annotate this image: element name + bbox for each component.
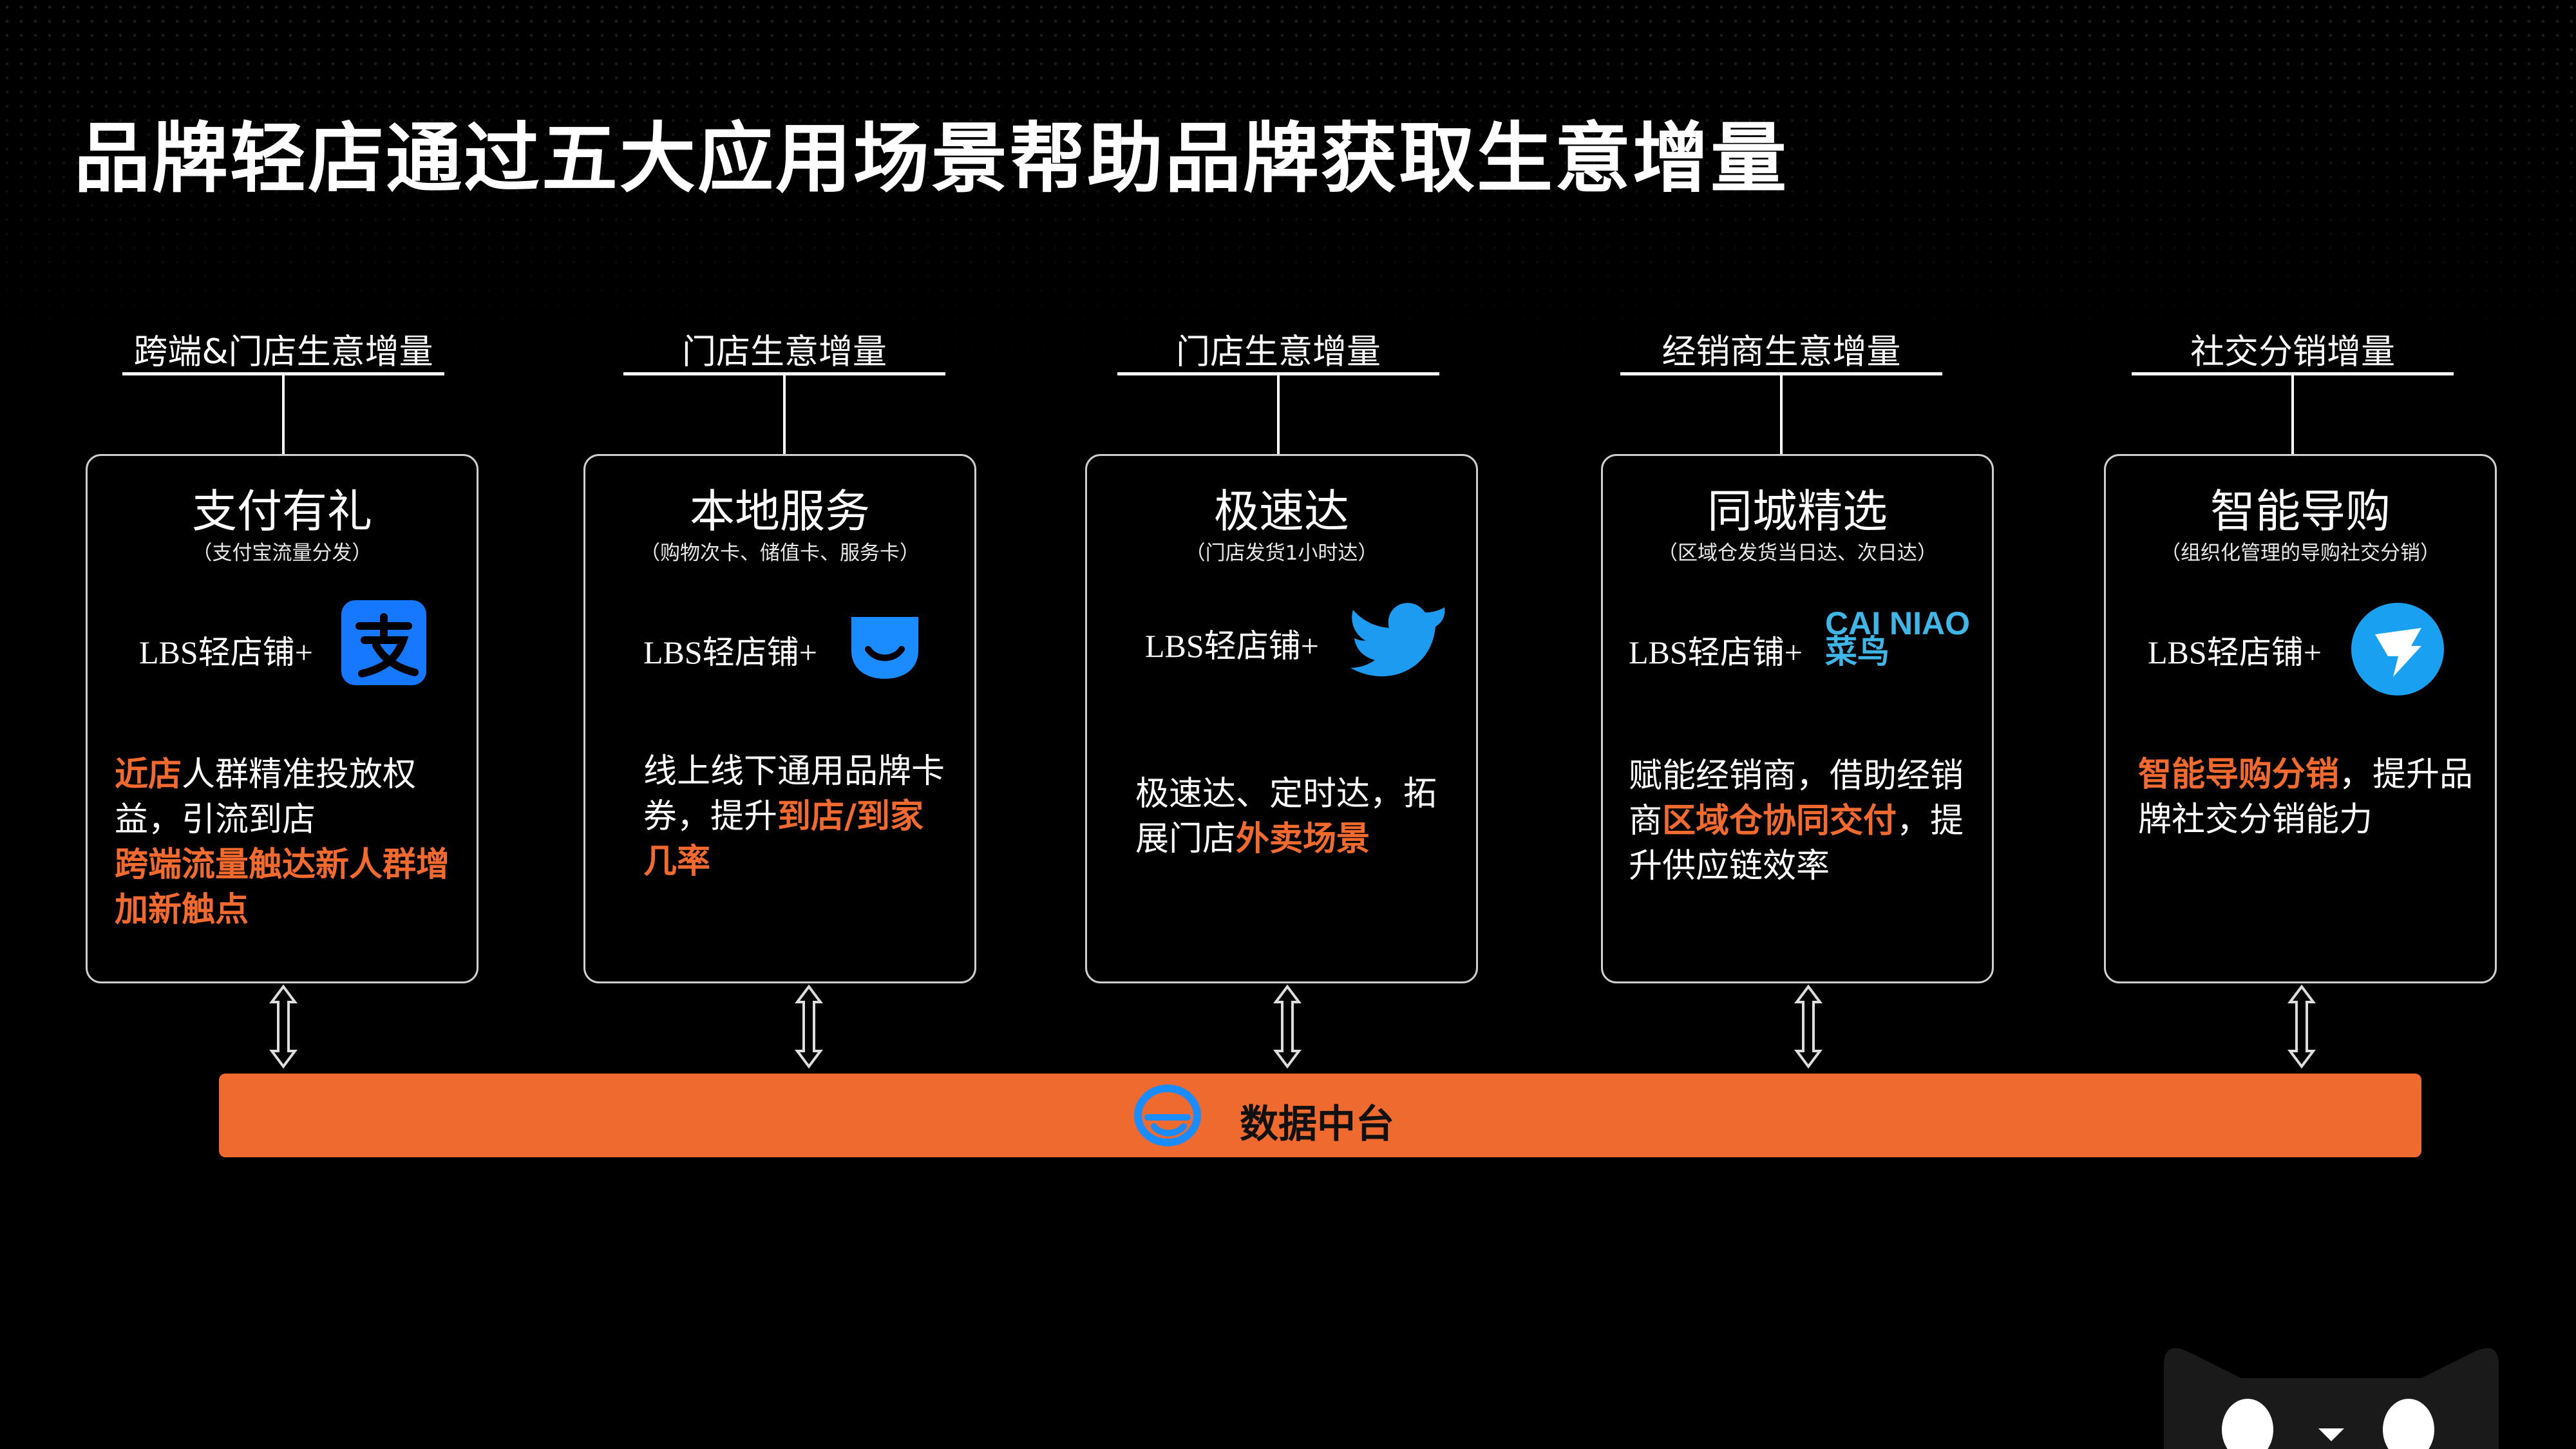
bird-logo-icon [1348,594,1451,687]
dingtalk-logo-icon [2349,601,2446,700]
scenario-column-3: 门店生意增量 极速达 （门店发货1小时达） LBS轻店铺+ 极速达、定时达，拓展… [1085,316,1517,1069]
cainiao-logo-icon: CAI NIAO 菜鸟 [1825,605,1970,670]
page-title: 品牌轻店通过五大应用场景帮助品牌获取生意增量 [74,114,1789,203]
dot-pattern-background [0,0,2576,361]
data-hub-icon [1134,1084,1201,1146]
card-body: 赋能经销商，借助经销商区域仓协同交付，提升供应链效率 [1629,757,1964,886]
card-subtitle: （购物次卡、储值卡、服务卡） [640,542,920,565]
scenario-card: 智能导购 （组织化管理的导购社交分销） LBS轻店铺+ 智能导购分销，提升品牌社… [2104,454,2497,983]
column-header: 跨端&门店生意增量 [122,316,444,455]
column-header-label: 社交分销增量 [2190,332,2395,372]
header-underline [122,372,444,375]
double-arrow-icon [2287,984,2316,1069]
data-hub-bar: 数据中台 [219,1074,2421,1157]
header-underline [2132,372,2454,375]
column-header: 社交分销增量 [2132,316,2454,455]
lbs-label: LBS轻店铺+ [643,634,817,670]
column-header: 门店生意增量 [623,316,945,455]
lbs-label: LBS轻店铺+ [1629,634,1803,670]
double-arrow-icon [1273,984,1302,1069]
card-body: 线上线下通用品牌卡券，提升到店/到家几率 [643,752,945,881]
card-title: 极速达 [1214,485,1349,538]
scenario-card: 同城精选 （区域仓发货当日达、次日达） LBS轻店铺+ CAI NIAO 菜鸟 … [1601,454,1994,983]
column-header-label: 跨端&门店生意增量 [133,332,433,372]
header-underline [623,372,945,375]
scenario-column-2: 门店生意增量 本地服务 （购物次卡、储值卡、服务卡） LBS轻店铺+ 线上线下通… [583,316,1023,1069]
lbs-label: LBS轻店铺+ [2148,634,2322,670]
scenario-column-4: 经销商生意增量 同城精选 （区域仓发货当日达、次日达） LBS轻店铺+ CAI … [1601,316,2020,1069]
card-subtitle: （组织化管理的导购社交分销） [2161,542,2440,565]
card-title: 本地服务 [690,485,870,538]
double-arrow-icon [1794,984,1823,1069]
column-header: 经销商生意增量 [1620,316,1942,455]
scenario-card: 极速达 （门店发货1小时达） LBS轻店铺+ 极速达、定时达，拓展门店外卖场景 [1085,454,1478,983]
double-arrow-icon [795,984,823,1069]
column-header: 门店生意增量 [1117,316,1439,455]
column-header-label: 门店生意增量 [1176,332,1381,372]
lbs-label: LBS轻店铺+ [1145,628,1319,664]
connector-line [2291,374,2294,455]
connector-line [1780,374,1783,455]
card-title: 同城精选 [1707,485,1888,538]
connector-line [282,374,285,455]
column-header-label: 经销商生意增量 [1662,332,1901,372]
lbs-label: LBS轻店铺+ [139,634,313,670]
connector-line [1277,374,1280,455]
card-body: 极速达、定时达，拓展门店外卖场景 [1135,775,1437,858]
card-subtitle: （门店发货1小时达） [1185,542,1378,565]
tmall-cat-logo-icon [2164,1348,2499,1449]
column-header-label: 门店生意增量 [682,332,887,372]
alipay-logo-icon [339,598,429,690]
double-arrow-icon [269,984,298,1069]
connector-line [783,374,786,455]
card-body: 智能导购分销，提升品牌社交分销能力 [2138,755,2474,839]
card-title: 智能导购 [2210,485,2391,538]
header-underline [1117,372,1439,375]
header-underline [1620,372,1942,375]
card-body: 近店人群精准投放权益，引流到店跨端流量触达新人群增加新触点 [115,755,450,929]
scenario-card: 支付有礼 （支付宝流量分发） LBS轻店铺+ 近店人群精准投放权益，引流到店跨端… [86,454,478,983]
scenario-column-1: 跨端&门店生意增量 支付有礼 （支付宝流量分发） LBS轻店铺+ 近店人群精准投… [86,316,522,1069]
koubei-logo-icon [846,611,923,684]
card-title: 支付有礼 [192,485,372,538]
card-subtitle: （支付宝流量分发） [192,542,372,565]
scenario-column-5: 社交分销增量 智能导购 （组织化管理的导购社交分销） LBS轻店铺+ 智能导购分… [2104,316,2531,1069]
scenario-card: 本地服务 （购物次卡、储值卡、服务卡） LBS轻店铺+ 线上线下通用品牌卡券，提… [583,454,976,983]
data-hub-label: 数据中台 [1240,1102,1394,1147]
card-subtitle: （区域仓发货当日达、次日达） [1658,542,1937,565]
